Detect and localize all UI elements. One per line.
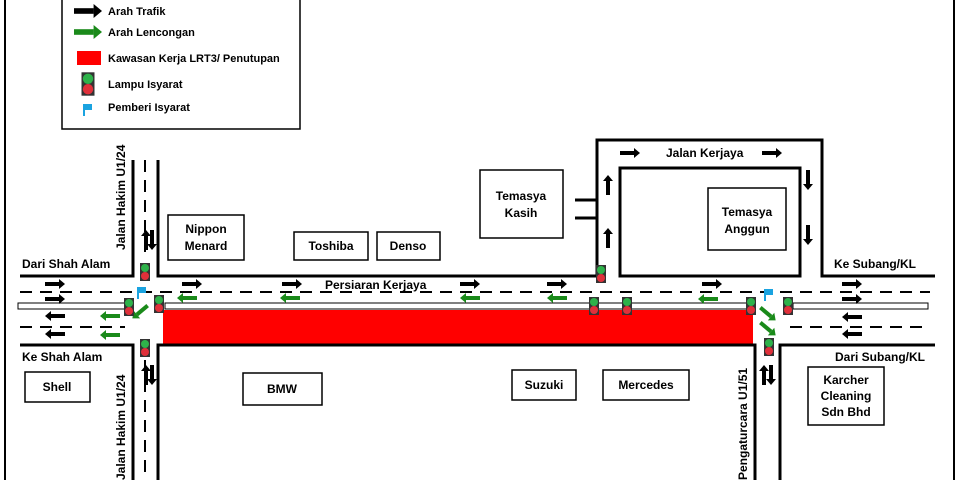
building-temasya-anggun: Temasya Anggun (707, 187, 787, 251)
building-bmw: BMW (242, 372, 323, 406)
building-nippon-menard: Nippon Menard (167, 214, 245, 261)
building-mercedes: Mercedes (602, 369, 690, 401)
legend: Arah Trafik Arah Lencongan Kawasan Kerja… (61, 0, 301, 130)
svg-text:Sdn Bhd: Sdn Bhd (821, 405, 870, 419)
building-shell: Shell (24, 371, 91, 403)
road-edges (20, 138, 935, 480)
red-block-icon (77, 51, 101, 65)
label-ke-shah-alam: Ke Shah Alam (22, 350, 102, 364)
building-suzuki: Suzuki (511, 369, 577, 401)
building-toshiba: Toshiba (293, 231, 369, 261)
svg-text:Denso: Denso (390, 239, 427, 253)
svg-text:Menard: Menard (185, 239, 228, 253)
svg-text:Kasih: Kasih (505, 206, 538, 220)
legend-detour: Arah Lencongan (108, 27, 195, 39)
svg-text:Anggun: Anggun (724, 222, 769, 236)
svg-text:Suzuki: Suzuki (525, 378, 564, 392)
road-label-hakim-top: Jalan Hakim U1/24 (114, 144, 128, 250)
svg-text:Shell: Shell (43, 380, 72, 394)
svg-text:Temasya: Temasya (722, 205, 773, 219)
building-temasya-kasih: Temasya Kasih (479, 169, 564, 239)
label-ke-subang: Ke Subang/KL (834, 257, 916, 271)
road-label-jalan-kerjaya: Jalan Kerjaya (666, 146, 744, 160)
svg-text:Karcher: Karcher (823, 373, 869, 387)
traffic-light-icon (81, 72, 95, 96)
flag-markers (137, 287, 773, 301)
svg-text:Mercedes: Mercedes (618, 378, 674, 392)
legend-work-zone: Kawasan Kerja LRT3/ Penutupan (108, 53, 280, 65)
svg-text:BMW: BMW (267, 382, 298, 396)
svg-text:Temasya: Temasya (496, 189, 547, 203)
traffic-arrows (45, 148, 862, 385)
work-zone (163, 310, 753, 345)
label-dari-subang: Dari Subang/KL (835, 350, 925, 364)
legend-traffic: Arah Trafik (108, 6, 166, 18)
building-karcher: Karcher Cleaning Sdn Bhd (807, 366, 885, 426)
legend-light: Lampu Isyarat (108, 79, 183, 91)
road-label-pengaturcara: Pengaturcara U1/51 (736, 368, 750, 480)
legend-flag: Pemberi Isyarat (108, 102, 190, 114)
svg-text:Nippon: Nippon (185, 222, 226, 236)
building-denso: Denso (376, 231, 441, 261)
label-dari-shah-alam: Dari Shah Alam (22, 257, 110, 271)
road-label-persiaran-kerjaya: Persiaran Kerjaya (325, 278, 427, 292)
svg-text:Cleaning: Cleaning (821, 389, 872, 403)
svg-text:Toshiba: Toshiba (308, 239, 353, 253)
road-label-hakim-bottom: Jalan Hakim U1/24 (114, 374, 128, 480)
